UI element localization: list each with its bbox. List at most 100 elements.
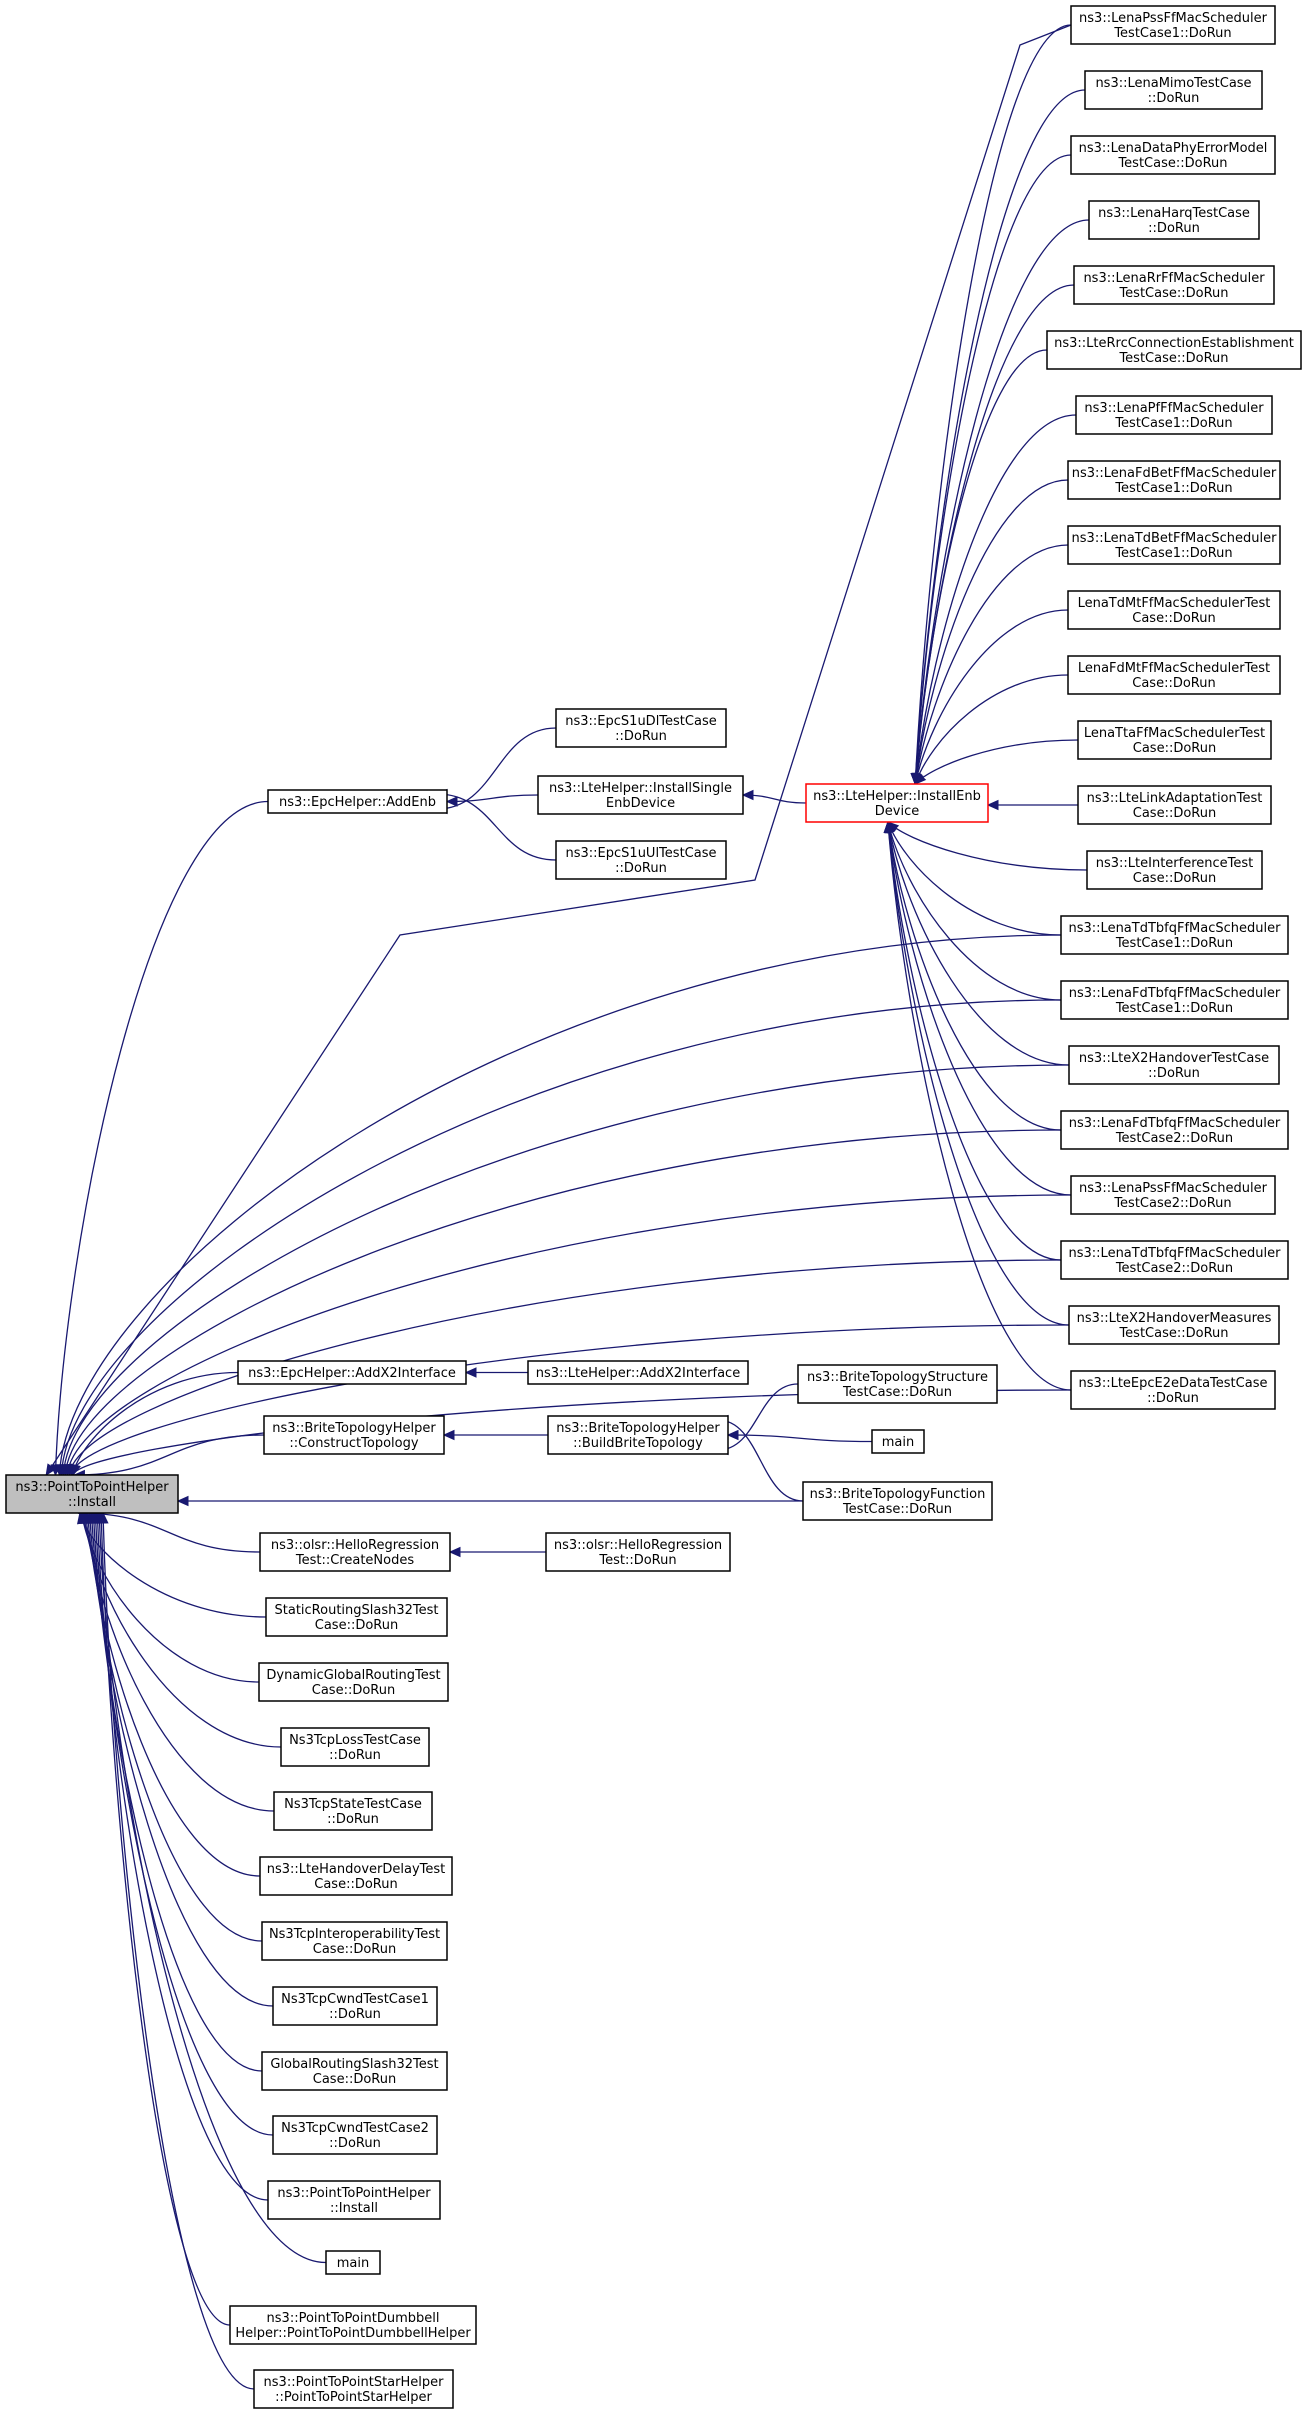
node-r-fdtbfq1[interactable]: ns3::LenaFdTbfqFfMacSchedulerTestCase1::…	[1060, 980, 1289, 1020]
node-r-harq[interactable]: ns3::LenaHarqTestCase::DoRun	[1088, 200, 1260, 240]
node-box	[1070, 135, 1276, 175]
node-brite-construct[interactable]: ns3::BriteTopologyHelper::ConstructTopol…	[263, 1415, 445, 1455]
node-label-line: Ns3TcpStateTestCase	[284, 1797, 422, 1812]
node-label-line: ::DoRun	[1148, 91, 1200, 106]
edge-main2-to-brite-build	[726, 1429, 873, 1443]
edge-star-to-root	[98, 1511, 255, 2390]
node-label-line: Case::DoRun	[314, 1877, 397, 1892]
node-box	[1077, 720, 1272, 760]
node-r-fdbet[interactable]: ns3::LenaFdBetFfMacSchedulerTestCase1::D…	[1067, 460, 1281, 500]
node-box	[537, 775, 744, 815]
node-r-fdtbfq2[interactable]: ns3::LenaFdTbfqFfMacSchedulerTestCase2::…	[1060, 1110, 1289, 1150]
node-main1[interactable]: main	[325, 2250, 381, 2275]
node-main2[interactable]: main	[871, 1429, 925, 1454]
node-label-line: ns3::LenaDataPhyErrorModel	[1079, 141, 1268, 156]
node-tcp-cwnd2[interactable]: Ns3TcpCwndTestCase2::DoRun	[272, 2115, 438, 2155]
node-label-line: Case::DoRun	[1132, 611, 1215, 626]
node-r-tdbet[interactable]: ns3::LenaTdBetFfMacSchedulerTestCase1::D…	[1067, 525, 1281, 565]
node-label-line: Case::DoRun	[1133, 806, 1216, 821]
node-box	[871, 1429, 925, 1454]
edge-r-tta-to-install-enb	[914, 739, 1079, 785]
node-epc-addx2[interactable]: ns3::EpcHelper::AddX2Interface	[237, 1360, 467, 1385]
node-label-line: ns3::LteInterferenceTest	[1096, 856, 1254, 871]
node-brite-build[interactable]: ns3::BriteTopologyHelper::BuildBriteTopo…	[547, 1415, 729, 1455]
node-label-line: TestCase1::DoRun	[1115, 936, 1233, 951]
node-r-mimo[interactable]: ns3::LenaMimoTestCase::DoRun	[1084, 70, 1263, 110]
node-p2p-install[interactable]: ns3::PointToPointHelper::Install	[267, 2180, 441, 2220]
node-label-line: ::DoRun	[329, 2136, 381, 2151]
node-r-pss1[interactable]: ns3::LenaPssFfMacSchedulerTestCase1::DoR…	[1070, 5, 1276, 45]
node-brite-struct[interactable]: ns3::BriteTopologyStructureTestCase::DoR…	[797, 1364, 998, 1404]
node-box	[1067, 590, 1281, 630]
node-r-pss2[interactable]: ns3::LenaPssFfMacSchedulerTestCase2::DoR…	[1070, 1175, 1276, 1215]
edge-epc-addenb-to-root	[50, 800, 269, 1477]
node-label-line: ::DoRun	[615, 861, 667, 876]
node-box	[272, 2115, 438, 2155]
node-label-line: ns3::LteHelper::AddX2Interface	[536, 1366, 740, 1381]
node-r-x2ho[interactable]: ns3::LteX2HandoverTestCase::DoRun	[1068, 1045, 1280, 1085]
edge-tcp-cwnd2-to-root	[90, 1511, 274, 2136]
node-tcp-state[interactable]: Ns3TcpStateTestCase::DoRun	[273, 1791, 433, 1831]
edge-brite-func-to-root	[176, 1495, 803, 1507]
edge-r-linkadapt-to-install-enb	[986, 799, 1078, 811]
node-brite-func[interactable]: ns3::BriteTopologyFunctionTestCase::DoRu…	[802, 1481, 993, 1521]
edge-dumbbell-to-root	[96, 1511, 231, 2326]
node-epc-addenb[interactable]: ns3::EpcHelper::AddEnb	[267, 789, 448, 814]
node-box	[1067, 460, 1281, 500]
node-box	[1060, 1240, 1289, 1280]
node-olsr-create[interactable]: ns3::olsr::HelloRegressionTest::CreateNo…	[259, 1532, 451, 1572]
node-lte-addx2[interactable]: ns3::LteHelper::AddX2Interface	[527, 1360, 749, 1385]
node-box	[805, 783, 989, 823]
node-label-line: ns3::LteHandoverDelayTest	[267, 1862, 445, 1877]
node-tcp-cwnd1[interactable]: Ns3TcpCwndTestCase1::DoRun	[272, 1986, 438, 2026]
node-r-rrc[interactable]: ns3::LteRrcConnectionEstablishmentTestCa…	[1046, 330, 1302, 370]
node-star[interactable]: ns3::PointToPointStarHelper::PointToPoin…	[253, 2369, 454, 2409]
node-s1u-dl[interactable]: ns3::EpcS1uDlTestCase::DoRun	[555, 708, 727, 748]
node-r-tdtbfq1[interactable]: ns3::LenaTdTbfqFfMacSchedulerTestCase1::…	[1060, 915, 1289, 955]
node-r-x2meas[interactable]: ns3::LteX2HandoverMeasuresTestCase::DoRu…	[1068, 1305, 1280, 1345]
node-label-line: ns3::LenaMimoTestCase	[1095, 76, 1251, 91]
edge-r-tdtbfq2-to-install-enb	[883, 820, 1062, 1261]
edge-r-pss1-to-install-enb	[910, 24, 1072, 786]
node-label-line: Case::DoRun	[315, 1618, 398, 1633]
node-r-dataphy[interactable]: ns3::LenaDataPhyErrorModelTestCase::DoRu…	[1070, 135, 1276, 175]
node-box	[259, 1532, 451, 1572]
node-label-line: Device	[875, 804, 919, 819]
node-label-line: ns3::EpcHelper::AddEnb	[279, 795, 436, 810]
node-label-line: ns3::LteHelper::InstallSingle	[549, 781, 732, 796]
node-dumbbell[interactable]: ns3::PointToPointDumbbellHelper::PointTo…	[229, 2305, 477, 2345]
node-box	[1084, 70, 1263, 110]
node-box	[1070, 1370, 1276, 1410]
node-r-pf[interactable]: ns3::LenaPfFfMacSchedulerTestCase1::DoRu…	[1075, 395, 1273, 435]
node-box	[273, 1791, 433, 1831]
node-tcp-loss[interactable]: Ns3TcpLossTestCase::DoRun	[280, 1727, 430, 1767]
node-label-line: Case::DoRun	[1132, 676, 1215, 691]
node-root[interactable]: ns3::PointToPointHelper::Install	[5, 1474, 179, 1514]
node-r-e2e[interactable]: ns3::LteEpcE2eDataTestCase::DoRun	[1070, 1370, 1276, 1410]
node-s1u-ul[interactable]: ns3::EpcS1uUlTestCase::DoRun	[555, 840, 727, 880]
node-label-line: main	[337, 2256, 369, 2271]
node-label-line: Case::DoRun	[1133, 871, 1216, 886]
node-box	[1075, 395, 1273, 435]
node-r-tdtbfq2[interactable]: ns3::LenaTdTbfqFfMacSchedulerTestCase2::…	[1060, 1240, 1289, 1280]
node-label-line: Test::CreateNodes	[295, 1553, 414, 1568]
node-label-line: DynamicGlobalRoutingTest	[266, 1668, 440, 1683]
edge-install-enb-to-install-single	[741, 789, 807, 804]
node-box	[1046, 330, 1302, 370]
edge-r-interf-to-install-enb	[887, 821, 1088, 871]
